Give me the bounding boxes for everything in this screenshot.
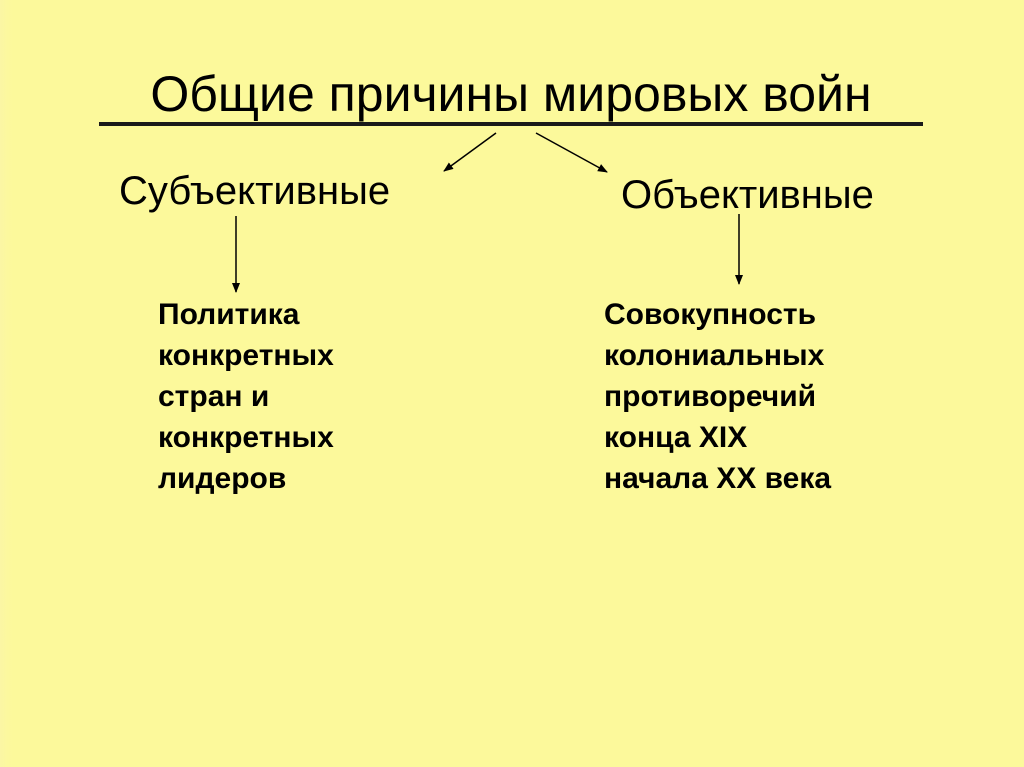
detail-line: Политика	[158, 298, 300, 331]
objective-detail: Совокупность колониальных противоречий к…	[604, 294, 831, 499]
detail-line: лидеров	[158, 462, 287, 495]
detail-line: стран и	[158, 380, 270, 413]
detail-line: колониальных	[604, 339, 825, 372]
arrow-down-right-icon	[535, 132, 608, 173]
detail-line: начала XX века	[604, 462, 832, 495]
arrow-down-left-icon	[443, 132, 497, 172]
detail-line: противоречий	[604, 380, 817, 413]
title-underline	[99, 122, 923, 126]
slide-title: Общие причины мировых войн	[150, 66, 872, 122]
subjective-detail: Политика конкретных стран и конкретных л…	[158, 294, 334, 499]
detail-line: Совокупность	[604, 298, 817, 331]
slide-edge	[0, 0, 12, 767]
branch-subjective-label: Субъективные	[119, 169, 391, 213]
detail-line: конца XIX	[604, 421, 748, 454]
branch-objective-label: Объективные	[621, 173, 874, 217]
detail-line: конкретных	[158, 421, 334, 454]
detail-line: конкретных	[158, 339, 334, 372]
